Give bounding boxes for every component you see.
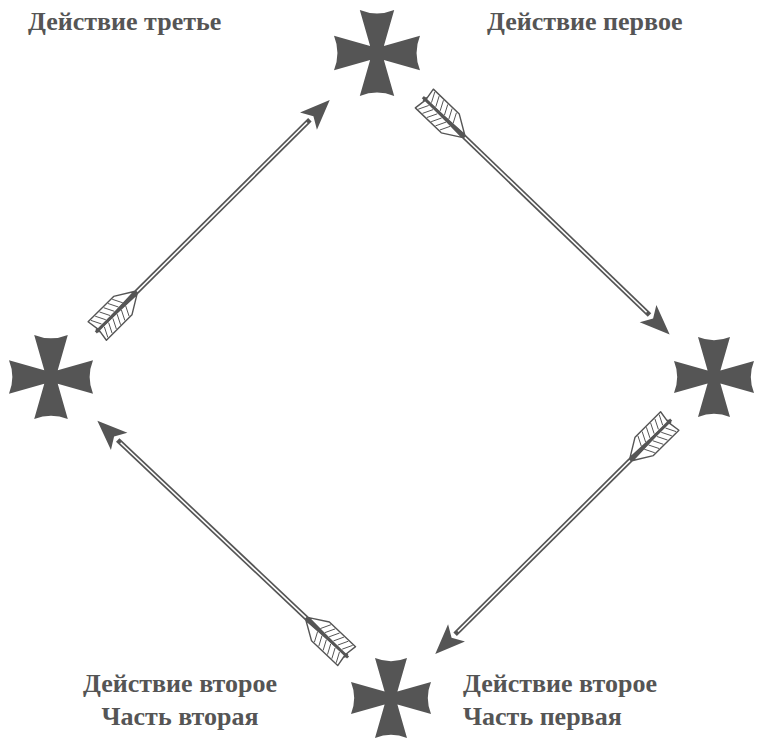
fletching-hatch — [655, 419, 659, 430]
fletching-hatch — [336, 652, 339, 663]
act-label: Действие первое — [487, 6, 682, 39]
fletching-hatch — [108, 303, 119, 307]
cross-node — [334, 10, 420, 96]
fletching-hatch — [449, 109, 452, 120]
cross-symbol — [334, 10, 420, 96]
fletching-hatch — [91, 320, 102, 324]
fletching-hatch — [126, 306, 130, 317]
fletching-hatch — [638, 436, 642, 447]
fletching-hatch — [653, 441, 664, 445]
arrow-head — [97, 421, 127, 450]
fletching-hatch — [325, 629, 336, 633]
fletching-hatch — [117, 314, 121, 325]
act-label: Действие второе Часть первая — [463, 668, 723, 733]
fletching-hatch — [418, 105, 429, 109]
arrow-nock — [423, 97, 465, 137]
fletching-hatch — [104, 308, 115, 312]
cross-node — [674, 337, 754, 417]
fletching-hatch — [329, 633, 340, 637]
fletching-hatch — [644, 449, 655, 453]
fletching-hatch — [453, 113, 456, 124]
fletching-hatch — [333, 637, 344, 641]
fletching-hatch — [661, 432, 672, 436]
fletching-hatch — [323, 640, 326, 651]
fletching-hatch — [659, 415, 663, 426]
fletching-hatch — [314, 631, 317, 642]
fletching-hatch — [440, 100, 443, 111]
arrow-group — [435, 412, 679, 654]
fletching-hatch — [665, 428, 676, 432]
fletching-hatch — [436, 96, 439, 107]
arrow-fletching — [633, 422, 679, 460]
cross-outline — [351, 658, 431, 738]
fletching-hatch — [104, 327, 108, 338]
fletching-hatch — [646, 427, 650, 438]
fletching-hatch — [431, 92, 434, 103]
fletching-hatch — [319, 636, 322, 647]
arrow-head — [640, 305, 670, 334]
fletching-hatch — [651, 423, 655, 434]
arrow-fletching — [88, 292, 134, 330]
cross-outline — [334, 10, 420, 96]
fletching-hatch — [95, 316, 106, 320]
fletching-hatch — [327, 644, 330, 655]
arrow-fletching — [306, 621, 345, 666]
arrow-nock — [306, 618, 348, 658]
fletching-hatch — [657, 436, 668, 440]
arrow-head — [300, 100, 330, 130]
arrow-head — [435, 624, 465, 654]
fletching-hatch — [648, 445, 659, 449]
cross-node — [351, 658, 431, 738]
fletching-hatch — [342, 645, 353, 649]
arrow-group — [88, 100, 330, 340]
arrow-nock — [96, 292, 137, 333]
cross-outline — [9, 335, 93, 419]
act-label: Действие второе Часть вторая — [50, 668, 310, 733]
fletching-hatch — [427, 114, 438, 118]
fletching-hatch — [440, 126, 451, 130]
arrow-group — [415, 89, 669, 334]
cross-node — [9, 335, 93, 419]
fletching-hatch — [121, 310, 125, 321]
fletching-hatch — [444, 104, 447, 115]
fletching-hatch — [435, 122, 446, 126]
fletching-hatch — [332, 648, 335, 659]
fletching-hatch — [431, 118, 442, 122]
fletching-hatch — [109, 323, 113, 334]
fletching-hatch — [112, 299, 123, 303]
arrow-nock — [630, 420, 671, 461]
fletching-hatch — [642, 432, 646, 443]
fletching-hatch — [113, 318, 117, 329]
arrow-group — [97, 421, 355, 666]
fletching-hatch — [99, 312, 110, 316]
fletching-hatch — [320, 625, 331, 629]
fletching-hatch — [338, 641, 349, 645]
cross-symbol — [674, 337, 754, 417]
cross-symbol — [9, 335, 93, 419]
arrow-fletching — [426, 89, 465, 134]
act-label: Действие третье — [28, 6, 221, 39]
cross-outline — [674, 337, 754, 417]
cross-symbol — [351, 658, 431, 738]
fletching-hatch — [422, 110, 433, 114]
